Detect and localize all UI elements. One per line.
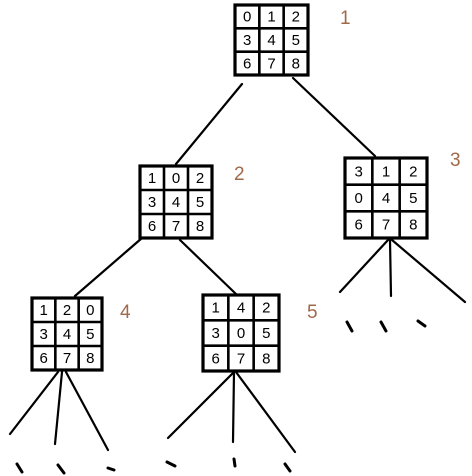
continuation-mark-5-2: [232, 457, 237, 468]
puzzle-cell: 2: [262, 300, 270, 317]
puzzle-node-3: 3 1 2 0 4 5 6 7 8 3: [343, 150, 461, 240]
puzzle-cell: 4: [237, 300, 245, 317]
tree-edges: [8, 76, 467, 475]
continuation-mark-4-1: [15, 462, 24, 474]
node-number-label: 5: [307, 302, 318, 323]
puzzle-cell: 0: [237, 325, 245, 342]
puzzle-cell: 8: [196, 218, 204, 235]
puzzle-cell: 8: [409, 217, 417, 234]
puzzle-cell: 5: [292, 32, 300, 49]
puzzle-cell: 0: [243, 9, 251, 26]
continuation-mark-4-2: [56, 463, 66, 475]
puzzle-cell: 5: [196, 194, 204, 211]
node-number-label: 2: [234, 164, 245, 185]
node-number-label: 1: [340, 8, 351, 29]
puzzle-cell: 4: [63, 326, 71, 343]
puzzle-cell: 8: [86, 350, 94, 367]
puzzle-cell: 7: [63, 350, 71, 367]
node-number-label: 4: [120, 302, 131, 323]
continuation-edge-4-1: [8, 370, 60, 436]
puzzle-cell: 1: [39, 302, 47, 319]
puzzle-cell: 4: [267, 32, 275, 49]
continuation-edge-5-1: [166, 370, 236, 440]
edge-1-to-2: [174, 82, 244, 166]
puzzle-cell: 2: [63, 302, 71, 319]
puzzle-cell: 7: [382, 217, 390, 234]
puzzle-grid-frame: [233, 3, 310, 77]
puzzle-cell: 3: [354, 163, 362, 180]
puzzle-grid-frame: [201, 293, 281, 373]
continuation-mark-3-2: [379, 320, 388, 333]
continuation-edge-5-3: [234, 370, 297, 454]
puzzle-cell: 5: [409, 190, 417, 207]
continuation-edge-3-3: [390, 238, 467, 304]
continuation-edge-3-1: [338, 238, 390, 294]
puzzle-cell: 8: [292, 55, 300, 72]
puzzle-cell: 3: [39, 326, 47, 343]
puzzle-cell: 6: [243, 55, 251, 72]
puzzle-grid-frame: [30, 296, 104, 372]
puzzle-cell: 6: [354, 217, 362, 234]
puzzle-cell: 6: [148, 218, 156, 235]
continuation-mark-5-1: [165, 460, 177, 468]
puzzle-cell: 1: [382, 163, 390, 180]
edge-2-to-4: [73, 236, 144, 298]
puzzle-cell: 2: [292, 9, 300, 26]
puzzle-cell: 5: [262, 325, 270, 342]
puzzle-cell: 7: [172, 218, 180, 235]
puzzle-cell: 7: [237, 350, 245, 367]
puzzle-cell: 4: [382, 190, 390, 207]
puzzle-cell: 4: [172, 194, 180, 211]
continuation-edge-4-2: [53, 370, 64, 446]
edge-2-to-5: [178, 238, 238, 296]
puzzle-cell: 5: [86, 326, 94, 343]
puzzle-cell: 2: [196, 170, 204, 187]
puzzle-cell: 0: [354, 190, 362, 207]
puzzle-cell: 3: [148, 194, 156, 211]
continuation-mark-3-1: [345, 320, 354, 333]
puzzle-cell: 6: [39, 350, 47, 367]
continuation-edge-4-3: [64, 370, 110, 452]
puzzle-cell: 2: [409, 163, 417, 180]
node-number-label: 3: [450, 150, 461, 171]
puzzle-cell: 3: [243, 32, 251, 49]
puzzle-cell: 1: [267, 9, 275, 26]
edge-1-to-3: [291, 76, 377, 158]
puzzle-cell: 7: [267, 55, 275, 72]
continuation-edge-3-2: [388, 238, 393, 298]
puzzle-cell: 0: [172, 170, 180, 187]
continuation-edge-5-2: [231, 370, 236, 444]
puzzle-cell: 8: [262, 350, 270, 367]
puzzle-grid-frame: [343, 156, 429, 240]
continuation-mark-5-3: [283, 462, 292, 473]
continuation-mark-4-3: [106, 466, 116, 472]
puzzle-cell: 1: [211, 300, 219, 317]
puzzle-cell: 1: [148, 170, 156, 187]
continuation-mark-3-3: [416, 319, 427, 328]
puzzle-cell: 0: [86, 302, 94, 319]
puzzle-grid-frame: [138, 164, 214, 240]
puzzle-cell: 6: [211, 350, 219, 367]
puzzle-cell: 3: [211, 325, 219, 342]
